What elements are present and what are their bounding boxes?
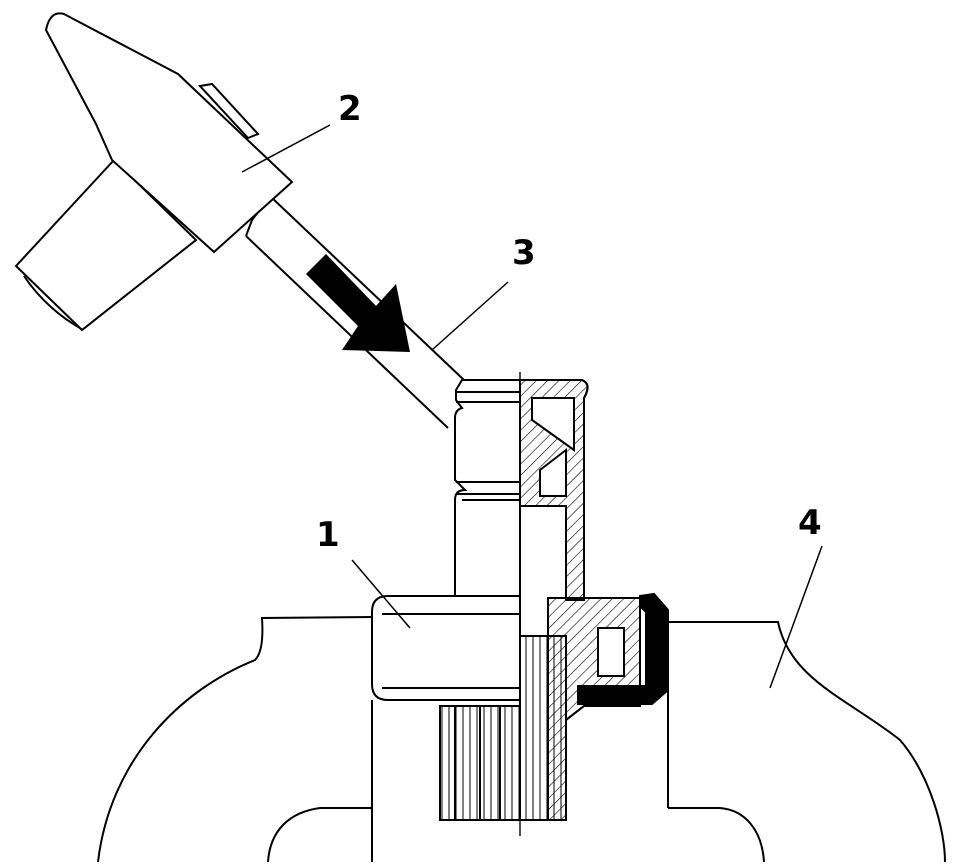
leader-lines	[241, 124, 823, 689]
callout-4: 4	[798, 503, 822, 543]
callout-2: 2	[338, 89, 362, 129]
sectioned-half	[519, 379, 669, 821]
callout-3: 3	[512, 233, 536, 273]
lower-gear	[439, 635, 567, 821]
hammer	[14, 12, 294, 332]
part-1	[371, 595, 521, 701]
callout-1: 1	[316, 515, 340, 555]
force-arrow	[306, 254, 410, 352]
spindle	[454, 379, 521, 597]
